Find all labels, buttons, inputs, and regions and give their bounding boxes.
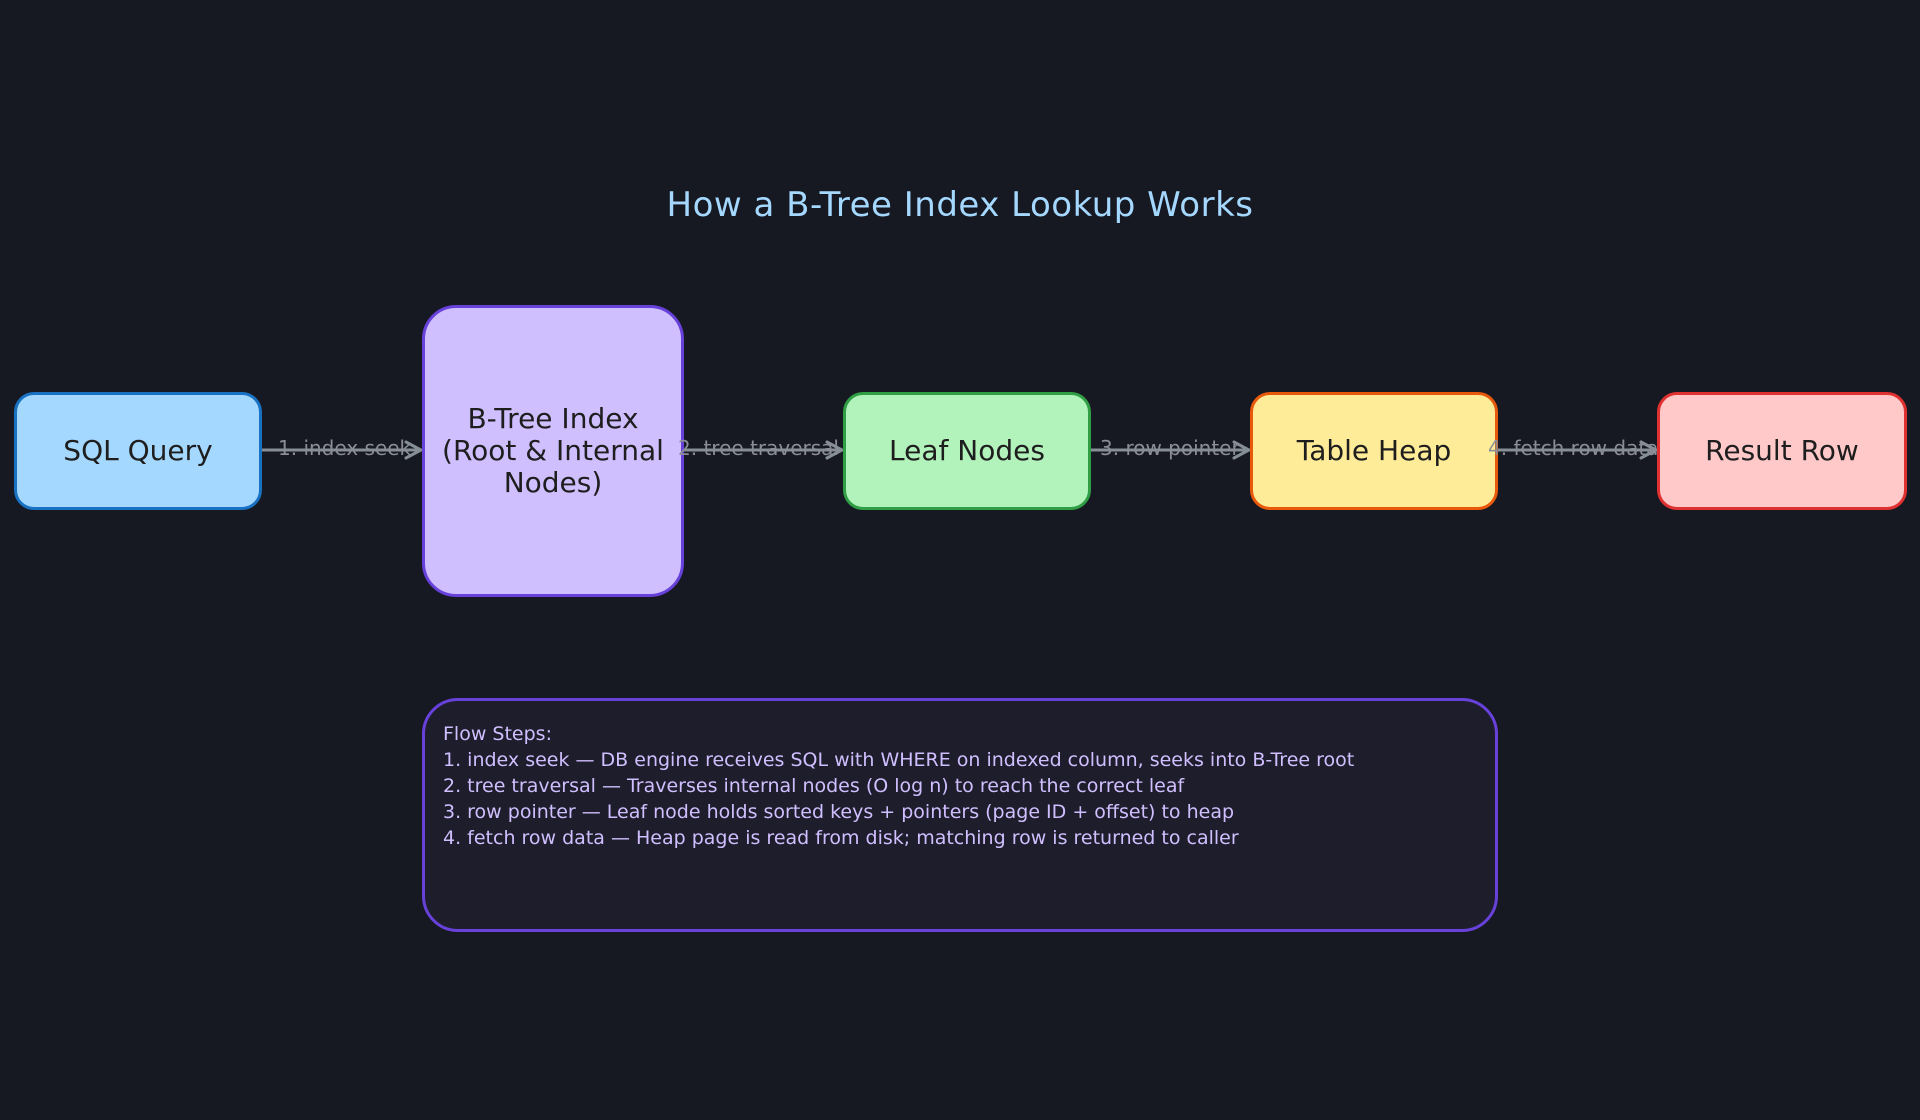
flow-steps-note: Flow Steps: 1. index seek — DB engine re… — [422, 698, 1498, 932]
node-leaf-nodes-label: Leaf Nodes — [889, 433, 1045, 467]
flow-step-line: 4. fetch row data — Heap page is read fr… — [443, 827, 1239, 849]
edge-label-row-pointer: 3. row pointer — [1100, 436, 1240, 460]
arrowhead-icon — [1639, 440, 1660, 460]
flow-step-line: 1. index seek — DB engine receives SQL w… — [443, 749, 1355, 771]
node-leaf-nodes[interactable]: Leaf Nodes — [843, 392, 1091, 510]
node-btree-index-label: B-Tree Index (Root & Internal Nodes) — [442, 401, 664, 500]
diagram-title: How a B-Tree Index Lookup Works — [666, 185, 1254, 225]
arrowhead-icon — [825, 440, 846, 460]
arrowhead-icon — [404, 440, 425, 460]
edge-label-index-seek: 1. index seek — [278, 436, 412, 460]
node-btree-index[interactable]: B-Tree Index (Root & Internal Nodes) — [422, 305, 684, 597]
node-result-row-label: Result Row — [1705, 433, 1859, 467]
edge-label-fetch-row-data: 4. fetch row data — [1488, 436, 1659, 460]
node-sql-query-label: SQL Query — [63, 433, 213, 467]
node-sql-query[interactable]: SQL Query — [14, 392, 262, 510]
arrowhead-icon — [1232, 440, 1253, 460]
node-table-heap-label: Table Heap — [1296, 433, 1452, 467]
node-result-row[interactable]: Result Row — [1657, 392, 1907, 510]
flow-step-line: 3. row pointer — Leaf node holds sorted … — [443, 801, 1235, 823]
node-table-heap[interactable]: Table Heap — [1250, 392, 1498, 510]
edge-label-tree-traversal: 2. tree traversal — [678, 436, 839, 460]
flow-step-line: 2. tree traversal — Traverses internal n… — [443, 775, 1185, 797]
flow-steps-heading: Flow Steps: — [443, 723, 552, 745]
